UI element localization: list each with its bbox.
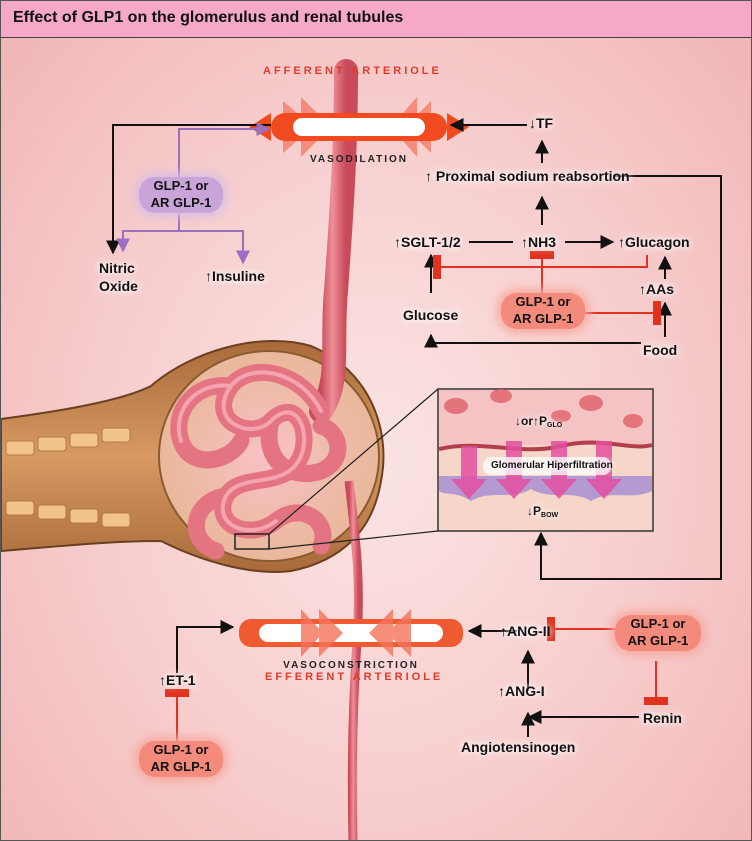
glucose-node: Glucose xyxy=(403,307,459,323)
glp-vasodilation-paths xyxy=(116,122,271,265)
nh3-node: ↑NH3 xyxy=(521,234,557,250)
hyperfiltration-label: Glomerular Hiperfiltration xyxy=(491,460,613,471)
renin-node: Renin xyxy=(643,710,682,726)
afferent-caption: AFFERENT ARTERIOLE xyxy=(263,65,442,77)
angiotensinogen-node: Angiotensinogen xyxy=(461,739,576,755)
vasoconstriction-label: VASOCONSTRICTION xyxy=(283,660,419,671)
aas-node: ↑AAs xyxy=(639,281,675,297)
vasodilation-label: VASODILATION xyxy=(309,154,409,165)
glucagon-node: ↑Glucagon xyxy=(618,234,690,250)
ang2-node: ↑ANG-II xyxy=(500,623,551,639)
pbow-label: ↓PBOW xyxy=(527,504,559,519)
food-node: Food xyxy=(643,342,678,358)
pglo-label: ↓or↑PGLO xyxy=(515,414,563,429)
inhibition-lines xyxy=(165,251,668,741)
diagram-artwork xyxy=(1,59,722,840)
nitric-node-line1: Nitric xyxy=(99,260,135,276)
nitric-node-line2: Oxide xyxy=(99,278,138,294)
zoom-region xyxy=(234,533,270,550)
proximal-reabsorption-node: ↑ Proximal sodium reabsortion xyxy=(425,168,630,184)
title-bar: Effect of GLP1 on the glomerulus and ren… xyxy=(1,1,751,38)
ang1-node: ↑ANG-I xyxy=(498,683,545,699)
vasodilation-band xyxy=(249,97,469,157)
hyperfiltration-inset xyxy=(437,388,654,532)
insuline-node: ↑Insuline xyxy=(205,268,265,284)
efferent-caption: EFFERENT ARTERIOLE xyxy=(265,671,444,683)
sglt-node: ↑SGLT-1/2 xyxy=(394,234,461,250)
et1-node: ↑ET-1 xyxy=(159,672,196,688)
tf-node: ↓TF xyxy=(529,115,554,131)
vasoconstriction-band xyxy=(239,609,463,657)
figure-title: Effect of GLP1 on the glomerulus and ren… xyxy=(13,9,404,26)
pathway-arrows xyxy=(106,118,722,737)
